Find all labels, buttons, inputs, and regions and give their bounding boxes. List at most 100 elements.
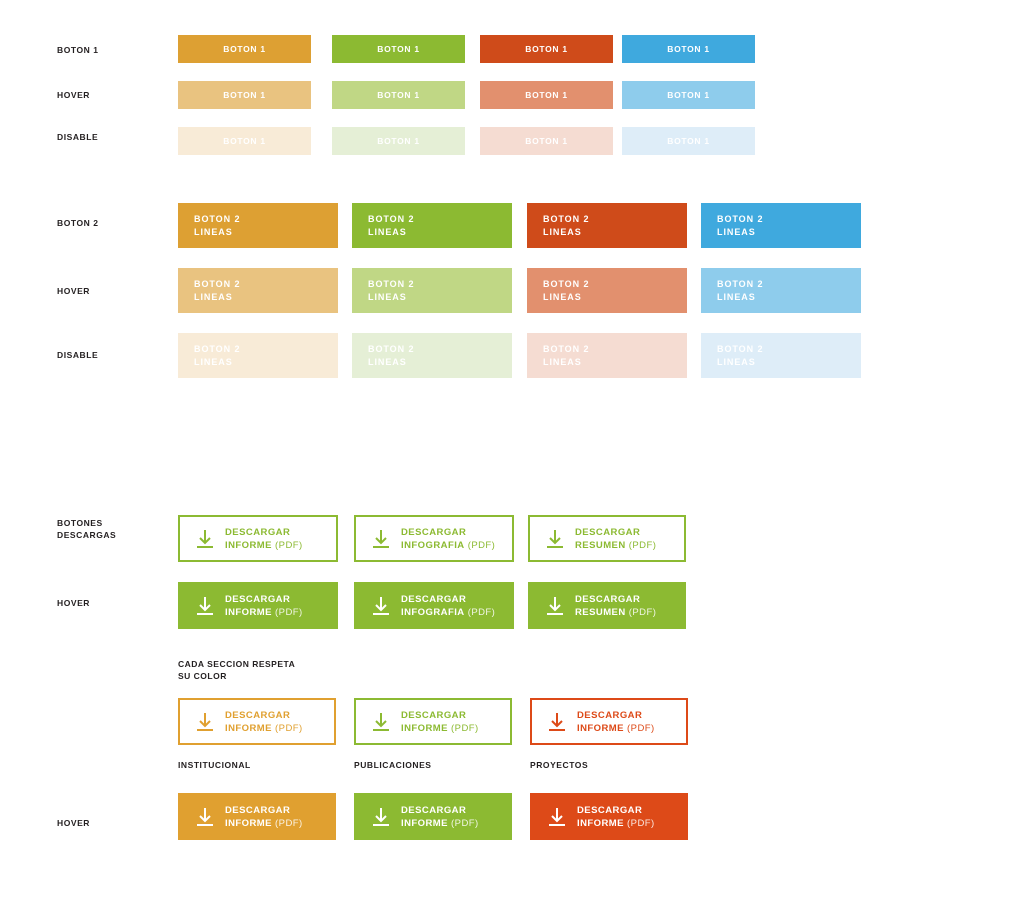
boton2-line1: BOTON 2	[368, 344, 415, 354]
boton2-line2: LINEAS	[717, 356, 756, 367]
download-icon	[197, 712, 213, 731]
download-infografia-hover[interactable]: DESCARGAR INFOGRAFIA (PDF)	[354, 582, 514, 629]
boton1-disable-blue: BOTON 1	[622, 127, 755, 155]
boton2-default-green[interactable]: BOTON 2 LINEAS	[352, 203, 512, 248]
download-icon	[373, 596, 389, 615]
download-icon	[547, 529, 563, 548]
boton1-default-green[interactable]: BOTON 1	[332, 35, 465, 63]
download-publicaciones-hover[interactable]: DESCARGAR INFORME (PDF)	[354, 793, 512, 840]
download-icon	[197, 529, 213, 548]
boton2-default-blue[interactable]: BOTON 2 LINEAS	[701, 203, 861, 248]
boton2-line1: BOTON 2	[543, 279, 590, 289]
caption-institucional: INSTITUCIONAL	[178, 760, 251, 770]
boton1-default-orange[interactable]: BOTON 1	[178, 35, 311, 63]
dl-line2: INFORME	[401, 817, 448, 829]
boton2-line2: LINEAS	[543, 226, 582, 237]
dl-format: (PDF)	[275, 817, 303, 829]
boton2-line2: LINEAS	[368, 291, 407, 302]
download-proyectos-hover[interactable]: DESCARGAR INFORME (PDF)	[530, 793, 688, 840]
dl-line2: INFORME	[225, 539, 272, 551]
download-icon	[197, 807, 213, 826]
download-label: DESCARGAR INFORME (PDF)	[225, 593, 303, 619]
download-icon	[373, 807, 389, 826]
boton2-hover-blue[interactable]: BOTON 2 LINEAS	[701, 268, 861, 313]
dl-line1: DESCARGAR	[577, 804, 643, 816]
boton2-line1: BOTON 2	[717, 279, 764, 289]
dl-line1: DESCARGAR	[401, 804, 467, 816]
boton1-hover-orange[interactable]: BOTON 1	[178, 81, 311, 109]
dl-line1: DESCARGAR	[401, 709, 467, 721]
row-label-botones-descargas: BOTONES DESCARGAS	[57, 518, 117, 540]
download-resumen-outline[interactable]: DESCARGAR RESUMEN (PDF)	[528, 515, 686, 562]
boton1-disable-green: BOTON 1	[332, 127, 465, 155]
download-institucional-hover[interactable]: DESCARGAR INFORME (PDF)	[178, 793, 336, 840]
download-informe-hover[interactable]: DESCARGAR INFORME (PDF)	[178, 582, 338, 629]
boton2-line2: LINEAS	[194, 291, 233, 302]
download-institucional-outline[interactable]: DESCARGAR INFORME (PDF)	[178, 698, 336, 745]
dl-line2: INFOGRAFIA	[401, 539, 465, 551]
download-icon	[549, 807, 565, 826]
boton1-default-red[interactable]: BOTON 1	[480, 35, 613, 63]
dl-line2: INFORME	[225, 606, 272, 618]
boton2-disable-blue: BOTON 2 LINEAS	[701, 333, 861, 378]
dl-format: (PDF)	[467, 606, 496, 618]
boton2-line2: LINEAS	[717, 226, 756, 237]
dl-format: (PDF)	[451, 817, 479, 829]
boton2-disable-red: BOTON 2 LINEAS	[527, 333, 687, 378]
download-label: DESCARGAR RESUMEN (PDF)	[575, 593, 656, 619]
boton2-line2: LINEAS	[543, 291, 582, 302]
dl-format: (PDF)	[275, 722, 303, 734]
boton2-hover-green[interactable]: BOTON 2 LINEAS	[352, 268, 512, 313]
dl-line2: INFORME	[577, 722, 624, 734]
download-icon	[197, 596, 213, 615]
download-label: DESCARGAR INFORME (PDF)	[401, 709, 479, 735]
download-label: DESCARGAR INFORME (PDF)	[577, 804, 655, 830]
download-icon	[549, 712, 565, 731]
boton2-line1: BOTON 2	[368, 214, 415, 224]
row-label-secciones-hover: HOVER	[57, 818, 90, 828]
download-proyectos-outline[interactable]: DESCARGAR INFORME (PDF)	[530, 698, 688, 745]
row-label-boton1-hover: HOVER	[57, 90, 90, 100]
boton2-hover-orange[interactable]: BOTON 2 LINEAS	[178, 268, 338, 313]
dl-format: (PDF)	[628, 606, 657, 618]
boton2-disable-orange: BOTON 2 LINEAS	[178, 333, 338, 378]
download-infografia-outline[interactable]: DESCARGAR INFOGRAFIA (PDF)	[354, 515, 514, 562]
download-label: DESCARGAR INFORME (PDF)	[577, 709, 655, 735]
boton1-hover-red[interactable]: BOTON 1	[480, 81, 613, 109]
boton1-disable-red: BOTON 1	[480, 127, 613, 155]
dl-line2: INFORME	[401, 722, 448, 734]
dl-line2: INFOGRAFIA	[401, 606, 465, 618]
boton1-hover-blue[interactable]: BOTON 1	[622, 81, 755, 109]
boton2-line1: BOTON 2	[717, 214, 764, 224]
row-label-boton1: BOTON 1	[57, 45, 99, 55]
boton2-hover-red[interactable]: BOTON 2 LINEAS	[527, 268, 687, 313]
row-label-boton2-hover: HOVER	[57, 286, 90, 296]
boton1-disable-orange: BOTON 1	[178, 127, 311, 155]
dl-format: (PDF)	[467, 539, 496, 551]
dl-format: (PDF)	[275, 539, 303, 551]
caption-proyectos: PROYECTOS	[530, 760, 589, 770]
dl-line2: INFORME	[225, 817, 272, 829]
dl-format: (PDF)	[628, 539, 657, 551]
boton2-line1: BOTON 2	[717, 344, 764, 354]
row-label-descargas-hover: HOVER	[57, 598, 90, 608]
download-informe-outline[interactable]: DESCARGAR INFORME (PDF)	[178, 515, 338, 562]
dl-line1: DESCARGAR	[577, 709, 643, 721]
boton2-default-red[interactable]: BOTON 2 LINEAS	[527, 203, 687, 248]
boton2-line1: BOTON 2	[543, 344, 590, 354]
dl-line1: DESCARGAR	[225, 709, 291, 721]
dl-format: (PDF)	[275, 606, 303, 618]
boton1-default-blue[interactable]: BOTON 1	[622, 35, 755, 63]
download-resumen-hover[interactable]: DESCARGAR RESUMEN (PDF)	[528, 582, 686, 629]
boton1-hover-green[interactable]: BOTON 1	[332, 81, 465, 109]
boton2-line2: LINEAS	[368, 356, 407, 367]
dl-line2: INFORME	[225, 722, 272, 734]
download-icon	[547, 596, 563, 615]
dl-line1: DESCARGAR	[575, 593, 641, 605]
dl-line2: INFORME	[577, 817, 624, 829]
boton2-line2: LINEAS	[194, 356, 233, 367]
dl-format: (PDF)	[627, 722, 655, 734]
download-publicaciones-outline[interactable]: DESCARGAR INFORME (PDF)	[354, 698, 512, 745]
boton2-default-orange[interactable]: BOTON 2 LINEAS	[178, 203, 338, 248]
dl-line2: RESUMEN	[575, 539, 626, 551]
